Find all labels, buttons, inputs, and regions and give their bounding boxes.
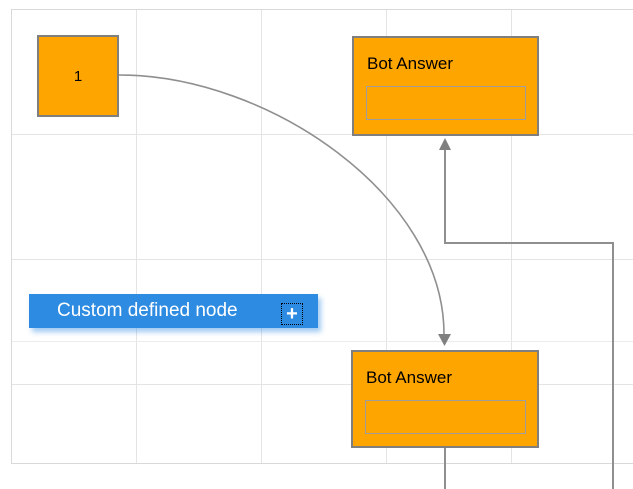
arrowhead-down-icon [438, 334, 451, 346]
add-button[interactable]: + [281, 303, 303, 325]
arrowhead-up-icon [439, 138, 451, 150]
bot-answer-bottom-title: Bot Answer [366, 368, 452, 387]
bot-answer-bottom-input[interactable] [365, 400, 526, 434]
custom-node-label: Custom defined node [57, 300, 238, 321]
page-border [11, 9, 633, 464]
bot-answer-top-title: Bot Answer [367, 54, 453, 73]
plus-icon: + [286, 303, 298, 325]
node-1[interactable]: 1 [37, 35, 119, 117]
node-bot-answer-top[interactable]: Bot Answer [352, 36, 539, 136]
grid [11, 9, 633, 464]
grid-lines [11, 9, 633, 463]
connector-orthogonal[interactable] [439, 138, 614, 489]
bezier-connector-line[interactable] [118, 74, 445, 335]
bot-answer-top-input[interactable] [366, 86, 526, 120]
node-custom-defined[interactable]: Custom defined node + [29, 294, 318, 328]
node-1-label: 1 [73, 67, 83, 85]
connector-bezier[interactable] [118, 74, 451, 346]
orthogonal-connector-line[interactable] [444, 150, 614, 489]
node-bot-answer-bottom[interactable]: Bot Answer [351, 350, 539, 448]
